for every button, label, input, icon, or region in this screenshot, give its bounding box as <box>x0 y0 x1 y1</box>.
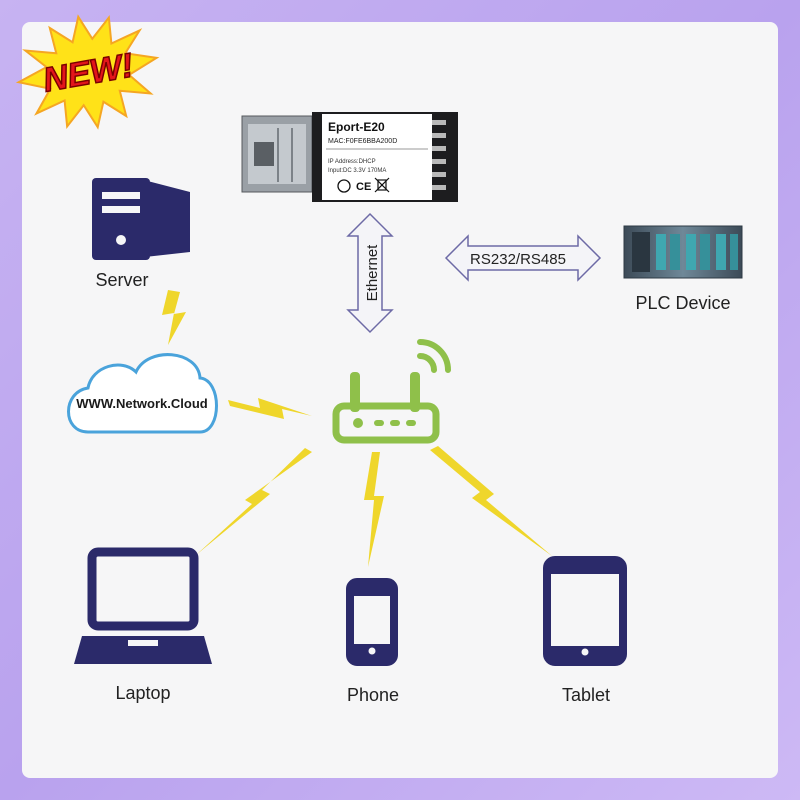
phone-icon <box>346 578 398 666</box>
server-icon <box>92 178 190 260</box>
bolt-cloud-router <box>228 398 312 419</box>
wifi-signal-icon <box>417 339 451 373</box>
plc-label: PLC Device <box>635 293 731 313</box>
bolt-router-phone <box>364 452 384 567</box>
starburst-icon <box>15 14 160 130</box>
weee-bin-icon <box>374 177 390 193</box>
cert-mark-icon <box>337 179 351 193</box>
laptop-icon <box>74 547 212 664</box>
serial-arrow <box>444 234 602 282</box>
ce-mark-icon: CE <box>356 181 371 193</box>
cloud-icon <box>67 353 218 434</box>
module-input: Input:DC 3.3V 170MA <box>328 168 386 174</box>
ethernet-arrow <box>346 212 394 334</box>
laptop-label: Laptop <box>115 683 171 703</box>
ethernet-label: Ethernet <box>364 244 381 302</box>
bolt-router-laptop <box>196 448 312 555</box>
new-badge: NEW! <box>15 14 160 130</box>
router-icon <box>332 372 440 444</box>
plc-device-icon <box>623 225 743 279</box>
server-label: Server <box>95 270 149 290</box>
phone-label: Phone <box>346 685 400 705</box>
bolt-router-tablet <box>430 446 552 556</box>
eport-module: Eport-E20 MAC:F0FE6BBA200D IP Address:DH… <box>241 112 458 202</box>
module-mac: MAC:F0FE6BBA200D <box>328 138 397 145</box>
module-ip: IP Address:DHCP <box>328 159 376 165</box>
serial-label: RS232/RS485 <box>470 251 566 268</box>
tablet-label: Tablet <box>561 685 611 705</box>
bolt-server-cloud <box>162 290 186 345</box>
cloud-label: WWW.Network.Cloud <box>76 396 208 411</box>
wireless-links <box>162 290 552 567</box>
tablet-icon <box>543 556 627 666</box>
module-name: Eport-E20 <box>328 120 385 134</box>
